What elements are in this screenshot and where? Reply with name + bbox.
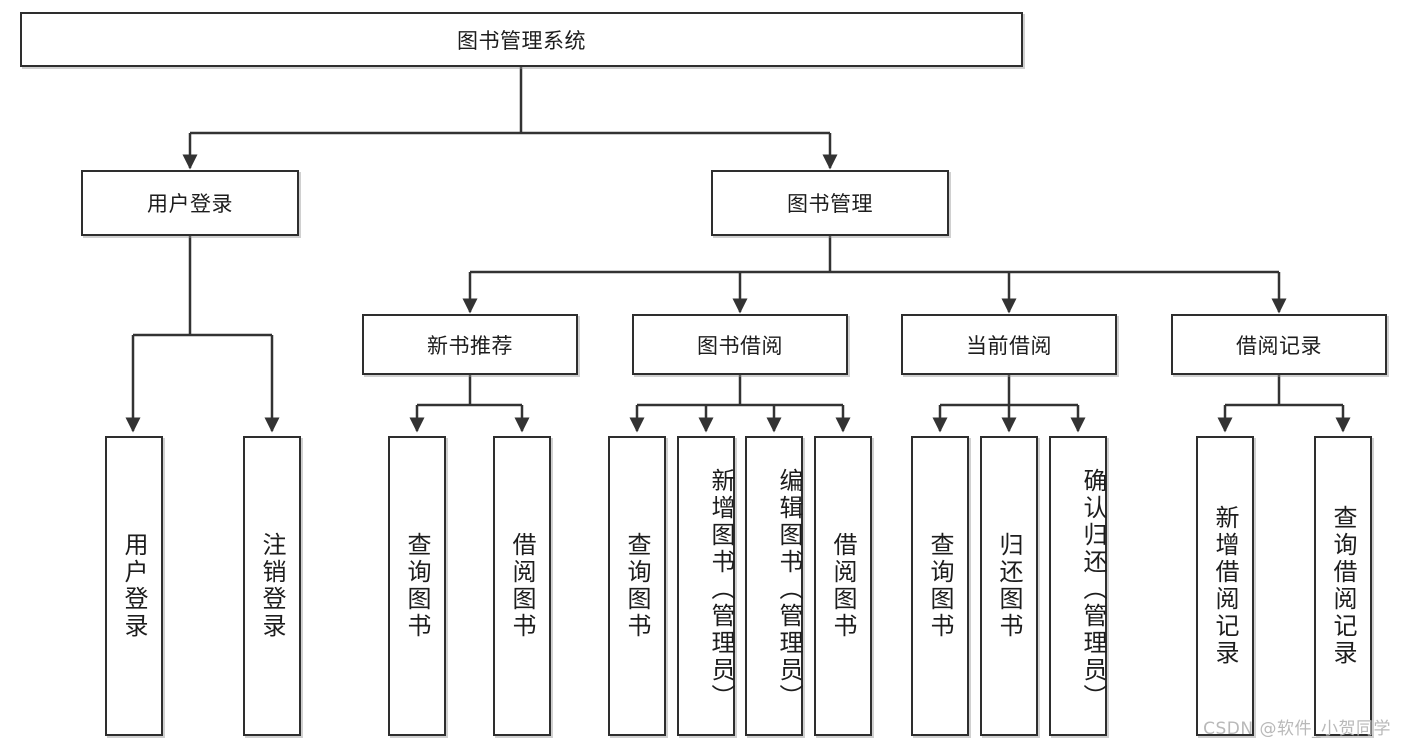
node-root[interactable]: 图书管理系统 — [20, 12, 1023, 67]
node-leaf-add-book-label: 新增图书（管理员） — [707, 467, 735, 711]
node-leaf-add-book[interactable]: 新增图书（管理员） — [677, 436, 735, 736]
node-leaf-confirm-return[interactable]: 确认归还（管理员） — [1049, 436, 1107, 736]
node-leaf-user-login[interactable]: 用户登录 — [105, 436, 163, 736]
node-leaf-user-login-label: 用户登录 — [120, 532, 148, 640]
node-leaf-return-book-label: 归还图书 — [995, 532, 1023, 640]
node-leaf-query-book-2-label: 查询图书 — [623, 532, 651, 640]
node-leaf-return-book[interactable]: 归还图书 — [980, 436, 1038, 736]
node-root-label: 图书管理系统 — [457, 28, 586, 53]
node-leaf-borrow-book-1[interactable]: 借阅图书 — [493, 436, 551, 736]
node-current-borrow[interactable]: 当前借阅 — [901, 314, 1117, 375]
node-borrow-record[interactable]: 借阅记录 — [1171, 314, 1387, 375]
node-leaf-add-record-label: 新增借阅记录 — [1211, 505, 1239, 667]
node-leaf-add-record[interactable]: 新增借阅记录 — [1196, 436, 1254, 736]
node-leaf-query-book-1[interactable]: 查询图书 — [388, 436, 446, 736]
node-leaf-confirm-return-label: 确认归还（管理员） — [1079, 467, 1107, 711]
node-leaf-logout-label: 注销登录 — [258, 532, 286, 640]
node-leaf-query-record[interactable]: 查询借阅记录 — [1314, 436, 1372, 736]
node-leaf-query-record-label: 查询借阅记录 — [1329, 505, 1357, 667]
node-new-book-recommend[interactable]: 新书推荐 — [362, 314, 578, 375]
node-leaf-borrow-book-2[interactable]: 借阅图书 — [814, 436, 872, 736]
node-leaf-edit-book-label: 编辑图书（管理员） — [775, 467, 803, 711]
node-current-borrow-label: 当前借阅 — [966, 333, 1052, 358]
node-leaf-query-book-2[interactable]: 查询图书 — [608, 436, 666, 736]
node-leaf-borrow-book-2-label: 借阅图书 — [829, 532, 857, 640]
node-leaf-edit-book[interactable]: 编辑图书（管理员） — [745, 436, 803, 736]
node-new-book-recommend-label: 新书推荐 — [427, 333, 513, 358]
node-book-borrow[interactable]: 图书借阅 — [632, 314, 848, 375]
node-leaf-logout[interactable]: 注销登录 — [243, 436, 301, 736]
node-book-management[interactable]: 图书管理 — [711, 170, 949, 236]
node-book-management-label: 图书管理 — [787, 192, 873, 216]
node-leaf-query-book-3[interactable]: 查询图书 — [911, 436, 969, 736]
node-user-login-label: 用户登录 — [147, 192, 233, 216]
node-borrow-record-label: 借阅记录 — [1236, 333, 1322, 358]
node-leaf-query-book-3-label: 查询图书 — [926, 532, 954, 640]
node-leaf-query-book-1-label: 查询图书 — [403, 532, 431, 640]
node-leaf-borrow-book-1-label: 借阅图书 — [508, 532, 536, 640]
node-book-borrow-label: 图书借阅 — [697, 333, 783, 358]
node-user-login[interactable]: 用户登录 — [81, 170, 299, 236]
